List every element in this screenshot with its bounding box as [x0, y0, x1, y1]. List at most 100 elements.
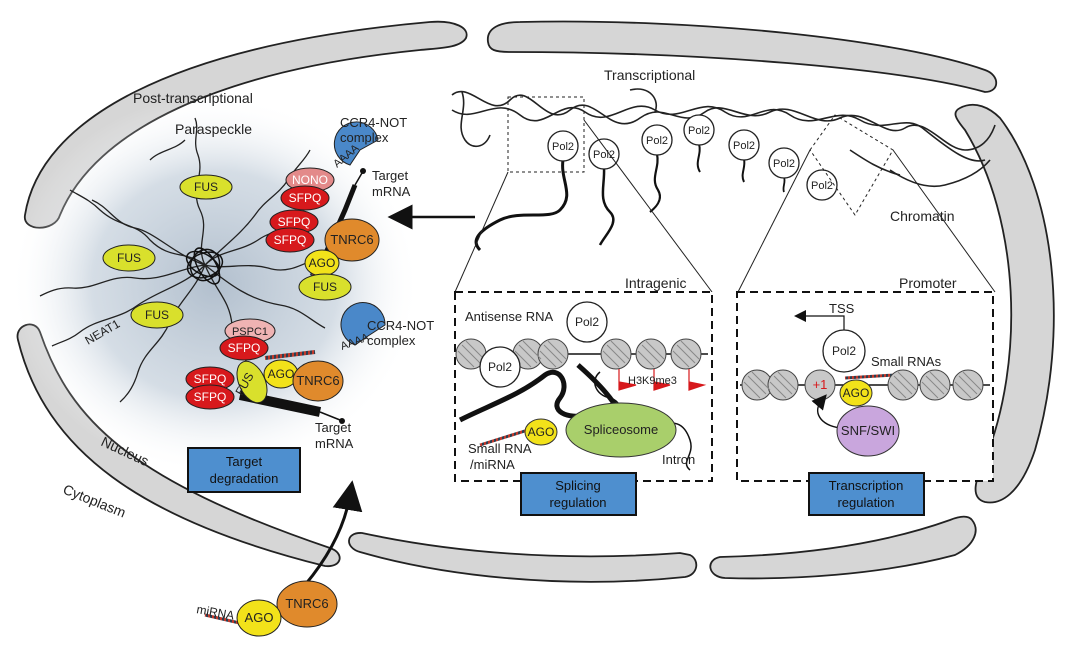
svg-text:Pol2: Pol2 — [488, 360, 512, 374]
svg-text:SFPQ: SFPQ — [228, 341, 261, 355]
chromatin-label: Chromatin — [890, 208, 955, 224]
ago-protein-cyto: AGO — [236, 599, 282, 637]
svg-text:SFPQ: SFPQ — [289, 191, 322, 205]
svg-text:AGO: AGO — [245, 610, 274, 625]
pol2-promoter: Pol2 — [822, 329, 866, 373]
small-rnas-label: Small RNAs — [871, 354, 942, 369]
fus-protein-upper: FUS — [298, 273, 352, 301]
nucleosome-stripes — [457, 340, 700, 368]
svg-text:Pol2: Pol2 — [832, 344, 856, 358]
svg-text:AGO: AGO — [528, 425, 555, 439]
transcription-regulation-box: Transcription regulation — [808, 472, 925, 516]
membrane-segment-bottom-right — [709, 515, 977, 580]
splicing-regulation-box: Splicing regulation — [520, 472, 637, 516]
svg-text:FUS: FUS — [145, 308, 169, 322]
svg-text:Target: Target — [226, 454, 263, 469]
zoom-indicators — [454, 96, 996, 293]
fus-protein-3: FUS — [130, 301, 184, 329]
upper-tnrc6-ago-cluster: TNRC6 AGO FUS — [298, 218, 380, 301]
transcriptional-label: Transcriptional — [604, 67, 695, 83]
svg-text:FUS: FUS — [313, 280, 337, 294]
paraspeckle-label: Paraspeckle — [175, 121, 252, 137]
ago-intragenic: AGO — [524, 418, 558, 446]
svg-text:SFPQ: SFPQ — [194, 390, 227, 404]
tss-label: TSS — [829, 301, 855, 316]
ccr4-not-label-lower-1: CCR4-NOT — [367, 318, 434, 333]
sfpq-protein-4: SFPQ — [219, 335, 269, 361]
svg-text:Pol2: Pol2 — [773, 158, 795, 170]
svg-text:PSPC1: PSPC1 — [232, 326, 268, 338]
target-mrna-label-lower-1: Target — [315, 420, 352, 435]
svg-text:Spliceosome: Spliceosome — [584, 422, 658, 437]
chromatin-fiber — [451, 88, 996, 188]
ccr4-not-label-lower-2: complex — [367, 333, 416, 348]
intron-label: Intron — [662, 452, 695, 467]
membrane-segment-top-right — [487, 20, 998, 93]
svg-text:TNRC6: TNRC6 — [330, 232, 373, 247]
cytoplasm-label: Cytoplasm — [61, 481, 128, 521]
svg-text:SFPQ: SFPQ — [278, 215, 311, 229]
paraspeckle-core-knot — [185, 247, 224, 285]
post-transcriptional-label: Post-transcriptional — [133, 90, 253, 106]
svg-text:Pol2: Pol2 — [575, 315, 599, 329]
svg-text:regulation: regulation — [837, 495, 894, 510]
pol2-7: Pol2 — [806, 169, 838, 201]
small-rna-label-1: Small RNA — [468, 441, 532, 456]
spliceosome: Spliceosome — [565, 402, 677, 458]
sfpq-protein-6: SFPQ — [185, 384, 235, 410]
pol2-3: Pol2 — [641, 124, 673, 213]
svg-text:regulation: regulation — [549, 495, 606, 510]
svg-text:TNRC6: TNRC6 — [285, 596, 328, 611]
ago-promoter: AGO — [839, 379, 873, 407]
nucleosome-stripes-promoter — [743, 371, 982, 399]
sfpq-protein-3: SFPQ — [265, 227, 315, 253]
svg-text:SNF/SWI: SNF/SWI — [841, 423, 895, 438]
membrane-segment-bottom-mid — [348, 532, 698, 583]
target-degradation-box: Target degradation — [187, 447, 301, 493]
ago-protein-lower: AGO — [263, 359, 299, 389]
svg-text:Pol2: Pol2 — [811, 180, 833, 192]
pol2-5: Pol2 — [728, 129, 760, 183]
svg-text:NONO: NONO — [292, 173, 328, 187]
h3k9me3-label: H3K9me3 — [628, 375, 677, 387]
lower-sfpq-cluster: PSPC1 SFPQ SFPQ SFPQ — [185, 318, 276, 410]
svg-text:Transcription: Transcription — [829, 478, 904, 493]
snf-swi-complex: SNF/SWI — [836, 405, 900, 457]
svg-text:FUS: FUS — [117, 251, 141, 265]
svg-text:Pol2: Pol2 — [552, 141, 574, 153]
membrane-segment-right — [954, 103, 1055, 504]
svg-text:AGO: AGO — [268, 367, 295, 381]
pol2-1: Pol2 — [474, 130, 579, 252]
svg-text:FUS: FUS — [194, 180, 218, 194]
promoter-label: Promoter — [899, 275, 957, 291]
pol2-4: Pol2 — [683, 114, 715, 173]
target-mrna-label-upper-2: mRNA — [372, 184, 411, 199]
ago-protein-upper: AGO — [304, 249, 340, 277]
fus-protein-1: FUS — [179, 174, 233, 200]
cytoplasm-ago-tnrc6: miRNA TNRC6 AGO — [195, 580, 338, 637]
pol2-intragenic-lower: Pol2 — [479, 346, 521, 388]
pol2-6: Pol2 — [768, 147, 800, 193]
pol2-2: Pol2 — [588, 138, 620, 246]
svg-text:TNRC6: TNRC6 — [296, 373, 339, 388]
intragenic-label: Intragenic — [625, 275, 686, 291]
plus1-label: +1 — [813, 377, 828, 392]
sfpq-protein-5: SFPQ — [185, 366, 235, 392]
ccr4-not-label-upper-1: CCR4-NOT — [340, 115, 407, 130]
svg-text:Splicing: Splicing — [555, 478, 601, 493]
mirna-label: miRNA — [195, 602, 235, 622]
sfpq-protein-2: SFPQ — [269, 209, 319, 235]
lower-tnrc6-ago-cluster: FUS AGO TNRC6 — [232, 359, 344, 404]
tnrc6-protein-lower: TNRC6 — [292, 360, 344, 402]
ccr4-not-label-upper-2: complex — [340, 130, 389, 145]
svg-text:Pol2: Pol2 — [646, 135, 668, 147]
svg-text:SFPQ: SFPQ — [274, 233, 307, 247]
sfpq-protein-1: SFPQ — [280, 185, 330, 211]
svg-text:SFPQ: SFPQ — [194, 372, 227, 386]
h3k9me3-flags: H3K9me3 — [618, 369, 707, 391]
target-mrna-label-upper-1: Target — [372, 168, 409, 183]
arrow-import — [303, 480, 363, 586]
tnrc6-protein-cyto: TNRC6 — [276, 580, 338, 628]
svg-text:degradation: degradation — [210, 471, 279, 486]
fus-protein-2: FUS — [102, 244, 156, 272]
